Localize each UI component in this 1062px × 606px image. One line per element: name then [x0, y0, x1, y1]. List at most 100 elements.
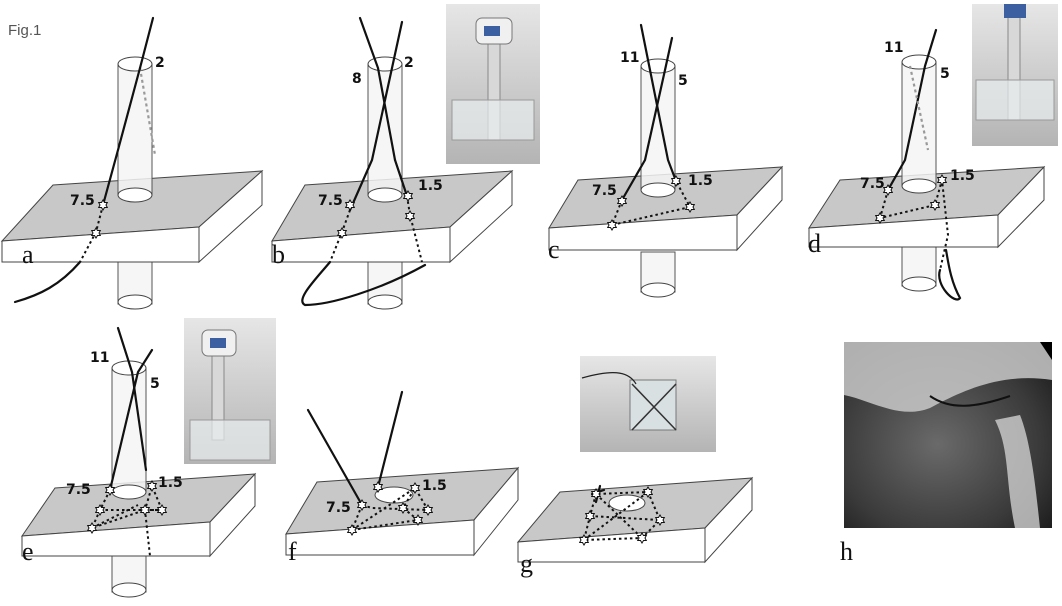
panel-letter: c [548, 235, 560, 264]
suture-limb-right [376, 390, 404, 489]
suture-loop [301, 260, 427, 307]
suture-limb [886, 28, 938, 192]
photo-device-blue [1004, 4, 1026, 18]
figure-title: Fig.1 [8, 22, 41, 39]
panel-letter: e [22, 537, 34, 566]
tube-base [640, 182, 676, 198]
suture-cross [91, 504, 162, 529]
panel-letter: b [272, 240, 285, 269]
photo-inset-g [580, 356, 716, 452]
clock-label: 7.5 [66, 482, 91, 498]
panel-c: 11 5 7.5 1.5 c [548, 23, 784, 298]
suture-inside-tube [138, 67, 157, 156]
tendon-structure [995, 415, 1040, 528]
slab-side [997, 165, 1045, 249]
tube-upper [640, 65, 676, 191]
tube-bottom-end [901, 276, 937, 292]
panel-g: g [516, 476, 754, 578]
clock-label: 5 [678, 73, 688, 89]
panel-letter: g [520, 549, 533, 578]
slab-side [704, 476, 753, 564]
tube-top-end [901, 54, 937, 70]
suture-through-slab [406, 195, 423, 263]
suture-cross [351, 487, 416, 531]
clock-label: 2 [155, 55, 165, 71]
tube-base [111, 484, 147, 500]
photo-device-blue [484, 26, 500, 36]
tube-upper [367, 63, 403, 196]
tube-bottom-end [367, 294, 403, 310]
slab-side [736, 165, 783, 252]
photo-inset-d [972, 4, 1058, 146]
tube-base [117, 187, 153, 203]
tube-top-end [367, 56, 403, 72]
panel-b: 8 2 7.5 1.5 b [271, 16, 514, 310]
suture-loop [938, 248, 962, 301]
photo-acrylic-block [189, 419, 271, 461]
clock-label: 1.5 [422, 478, 447, 494]
tube-bottom-end [111, 582, 147, 598]
tissue-upper [844, 342, 1052, 412]
photo-acrylic-block [451, 99, 535, 141]
suture-exit [393, 158, 409, 198]
clock-label: 1.5 [688, 173, 713, 189]
suture-in-tissue [929, 395, 1011, 407]
clock-label: 2 [404, 55, 414, 71]
tunnel-opening [608, 494, 646, 512]
photo-acrylic-block [975, 79, 1055, 121]
panel-letter: f [288, 537, 297, 566]
suture-tail [13, 260, 82, 304]
clock-label: 5 [940, 66, 950, 82]
suture-through-slab [878, 179, 950, 271]
panel-d: 11 5 7.5 1.5 d [808, 28, 1046, 301]
panel-letter: d [808, 229, 821, 258]
clock-label: 1.5 [158, 475, 183, 491]
clock-label: 7.5 [592, 183, 617, 199]
slab-side [209, 472, 256, 558]
clock-label: 1.5 [950, 168, 975, 184]
panel-letter: h [840, 537, 853, 566]
tube-top-end [640, 58, 676, 74]
panel-e: 11 5 7.5 1.5 e [20, 326, 257, 598]
photo-inset-e [184, 318, 276, 464]
clock-label: 7.5 [860, 176, 885, 192]
suture-through-slab [610, 180, 692, 227]
tube-upper [901, 61, 937, 187]
photo-suture-line [581, 372, 637, 385]
scope-edge [1040, 342, 1052, 360]
clock-label: 7.5 [318, 193, 343, 209]
suture-limb-left [306, 408, 364, 507]
tube-base [901, 178, 937, 194]
clock-label: 7.5 [326, 500, 351, 516]
suture-limb-right [108, 348, 154, 492]
tube-bottom-end [117, 294, 153, 310]
suture-limb-left [639, 23, 678, 183]
panel-letter: a [22, 240, 34, 269]
suture-inside-tube [908, 65, 930, 151]
suture-limb-right [348, 20, 404, 212]
panel-a: 2 7.5 a [0, 16, 264, 310]
tube-bottom-end [640, 282, 676, 298]
panel-f: 7.5 1.5 f [285, 390, 520, 566]
suture-limb [101, 66, 142, 207]
slab-side [473, 466, 519, 557]
slab-side [449, 169, 513, 264]
suture-limb-left [116, 326, 148, 472]
suture-upper-limb [138, 16, 155, 70]
photo-suture-cross [631, 383, 677, 431]
clock-label: 11 [620, 50, 639, 66]
suture-limb-left [358, 16, 397, 162]
photo-inset-b [446, 4, 540, 164]
clock-label: 7.5 [70, 193, 95, 209]
tube-top-end [117, 56, 153, 72]
clock-label: 1.5 [418, 178, 443, 194]
clock-label: 5 [150, 376, 160, 392]
clock-label: 11 [884, 40, 903, 56]
suture-limb-right [620, 36, 674, 202]
clock-label: 8 [352, 71, 362, 87]
photo-device-blue [210, 338, 226, 348]
clock-label: 11 [90, 350, 109, 366]
tube-base [367, 187, 403, 203]
slab-side [198, 169, 263, 264]
